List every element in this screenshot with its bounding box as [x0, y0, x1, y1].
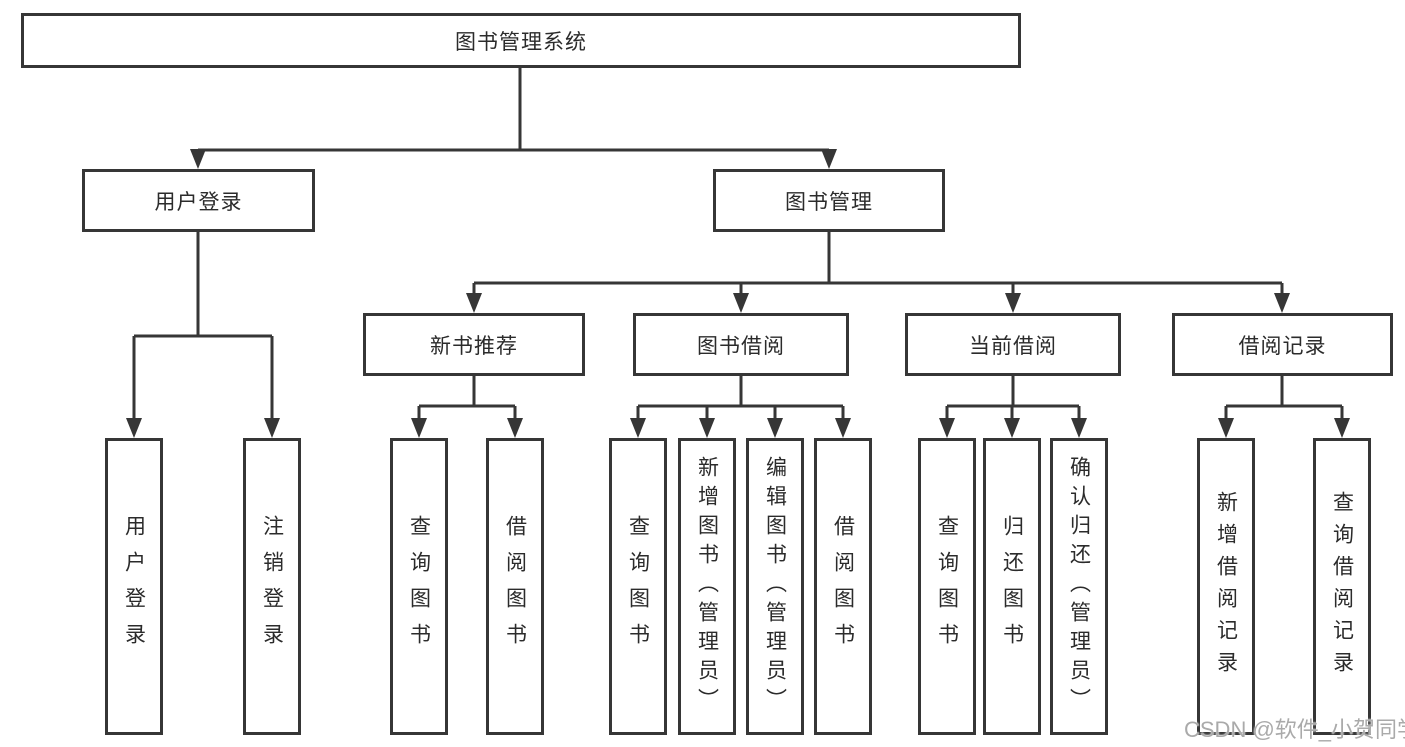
node-label: 编辑图书（管理员）: [763, 456, 787, 717]
node-new-book-recommendation: 新书推荐: [363, 313, 585, 376]
leaf-edit-books-admin: 编辑图书（管理员）: [746, 438, 804, 735]
node-label: 当前借阅: [969, 334, 1057, 358]
leaf-add-borrow-record: 新增借阅记录: [1197, 438, 1255, 735]
node-label: 查询图书: [935, 514, 959, 659]
node-book-borrowing: 图书借阅: [633, 313, 849, 376]
node-label: 图书借阅: [697, 334, 785, 358]
node-label: 查询图书: [407, 514, 431, 659]
leaf-return-books: 归还图书: [983, 438, 1041, 735]
node-user-login: 用户登录: [82, 169, 315, 232]
node-label: 新书推荐: [430, 334, 518, 358]
node-label: 用户登录: [122, 514, 146, 659]
leaf-query-borrow-record: 查询借阅记录: [1313, 438, 1371, 735]
leaf-add-books-admin: 新增图书（管理员）: [678, 438, 736, 735]
node-label: 用户登录: [154, 190, 243, 214]
arrowheads: [126, 149, 1350, 438]
node-library-management-system: 图书管理系统: [21, 13, 1021, 68]
leaf-borrow-books-recommend: 借阅图书: [486, 438, 544, 735]
leaf-query-books-borrowing: 查询图书: [609, 438, 667, 735]
leaf-logout: 注销登录: [243, 438, 301, 735]
leaf-borrow-books: 借阅图书: [814, 438, 872, 735]
node-label: 图书管理系统: [455, 30, 587, 54]
node-label: 借阅图书: [831, 514, 855, 659]
node-label: 查询图书: [626, 514, 650, 659]
leaf-query-books-current: 查询图书: [918, 438, 976, 735]
node-label: 确认归还（管理员）: [1067, 456, 1091, 717]
node-label: 新增借阅记录: [1214, 490, 1238, 683]
node-label: 查询借阅记录: [1330, 490, 1354, 683]
leaf-query-books-recommend: 查询图书: [390, 438, 448, 735]
node-label: 注销登录: [260, 514, 284, 659]
leaf-user-login: 用户登录: [105, 438, 163, 735]
leaf-confirm-return-admin: 确认归还（管理员）: [1050, 438, 1108, 735]
node-label: 借阅图书: [503, 514, 527, 659]
node-current-borrowing: 当前借阅: [905, 313, 1121, 376]
node-label: 借阅记录: [1238, 334, 1327, 358]
node-label: 新增图书（管理员）: [695, 456, 719, 717]
node-label: 归还图书: [1000, 514, 1024, 659]
node-borrowing-records: 借阅记录: [1172, 313, 1393, 376]
node-book-management: 图书管理: [713, 169, 945, 232]
node-label: 图书管理: [785, 190, 873, 214]
csdn-watermark: CSDN @软件_小贺同学: [1184, 717, 1405, 742]
